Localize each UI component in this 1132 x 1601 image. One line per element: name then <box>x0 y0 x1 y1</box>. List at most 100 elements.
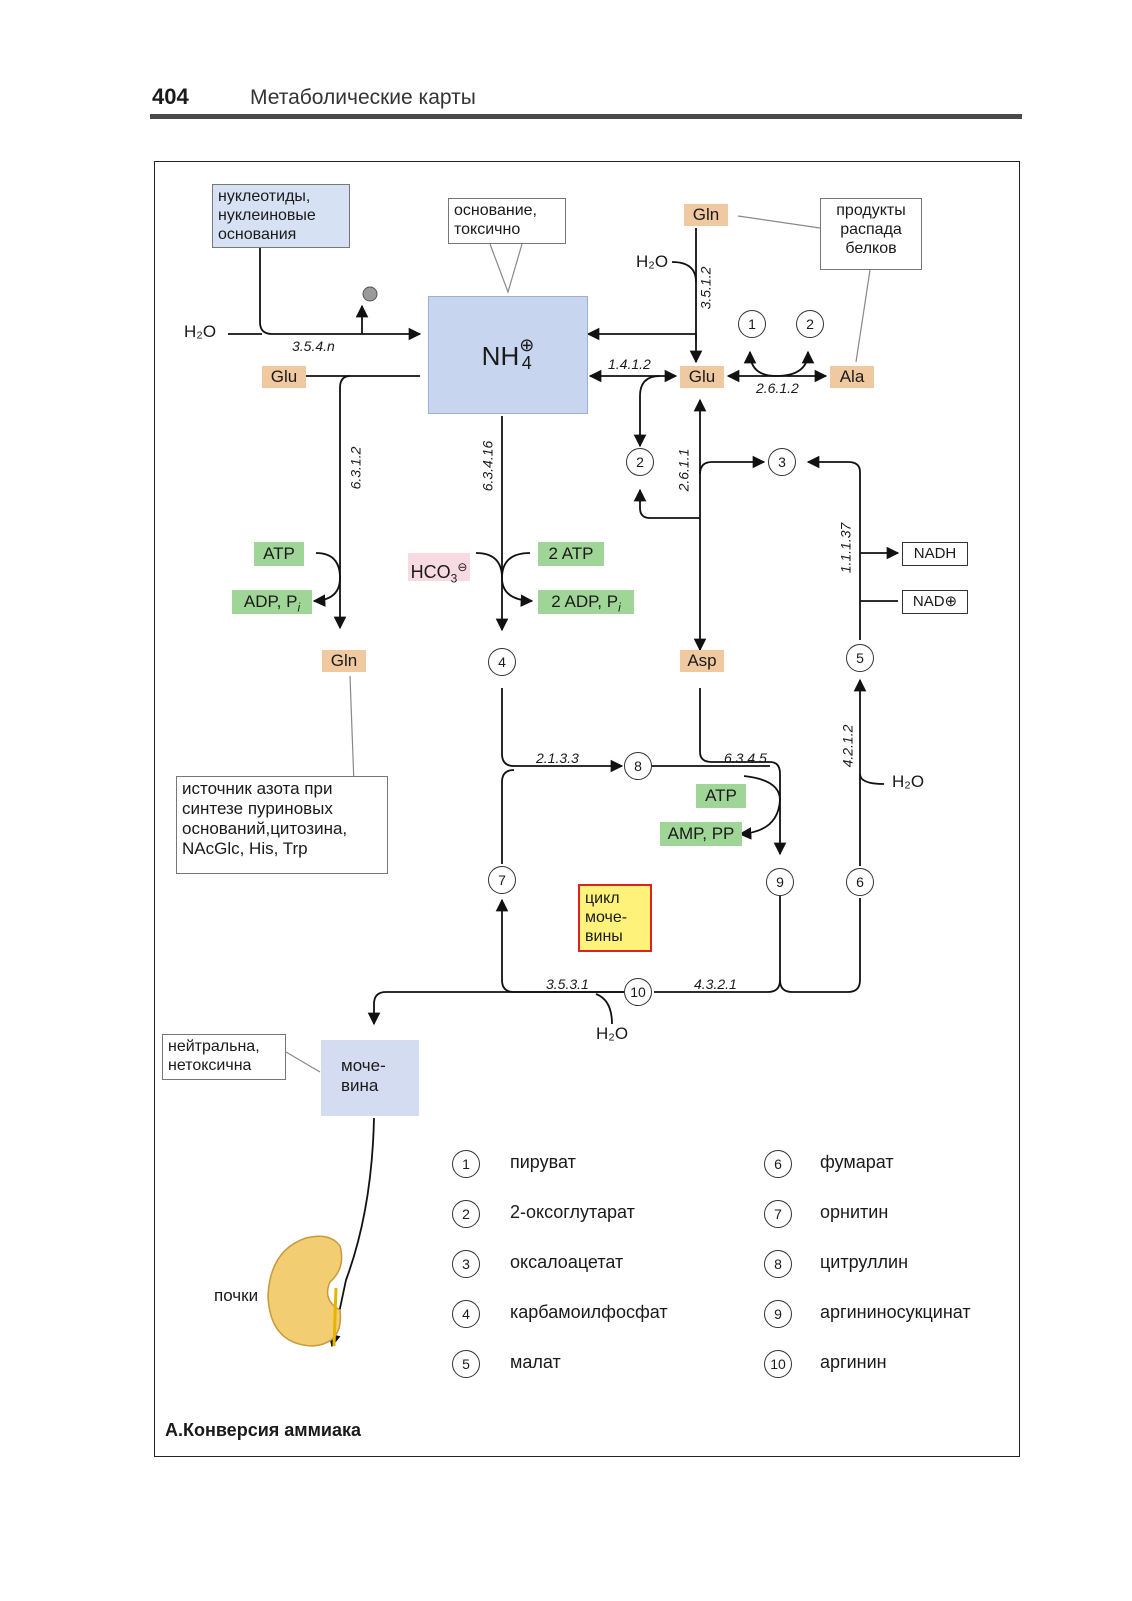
curve-atp-left <box>312 552 341 607</box>
urea-cycle-label: цикл моче- вины <box>578 884 652 952</box>
legend-num: 4 <box>452 1300 480 1328</box>
line-9-to-6 <box>779 898 861 993</box>
legend-num: 7 <box>764 1200 792 1228</box>
legend-num: 10 <box>764 1350 792 1378</box>
callout-line: NAcGlc, His, Trp <box>182 839 308 858</box>
legend-num: 8 <box>764 1250 792 1278</box>
arrow-glu-gln <box>333 375 351 630</box>
arrow-nucleotides-nh4 <box>259 248 422 341</box>
node-2-oxoglutarate: 2 <box>626 448 654 476</box>
page-number: 404 <box>152 84 189 109</box>
arrow-glu-to-2 <box>633 375 661 448</box>
cofactor-atp-cycle: ATP <box>696 784 746 808</box>
enzyme-6-3-4-5: 6.3.4.5 <box>724 750 767 766</box>
legend-num: 6 <box>764 1150 792 1178</box>
arrow-to-urea <box>367 991 624 1026</box>
enzyme-3-5-4-n: 3.5.4.n <box>292 338 335 354</box>
line-h2o-fumarase <box>859 773 885 785</box>
molecule-asp: Asp <box>680 650 724 672</box>
callout-line: оснований,цитозина, <box>182 819 348 838</box>
urea-box: моче- вина <box>321 1040 419 1116</box>
figure-frame <box>154 161 1020 1457</box>
urea-line: вина <box>341 1076 379 1095</box>
callout-base-toxic: основание, токсично <box>448 198 566 244</box>
callout-line: продукты <box>836 202 906 219</box>
line-ornithine-up <box>501 769 515 864</box>
node-6-fumarate: 6 <box>846 868 874 896</box>
legend-num: 9 <box>764 1300 792 1328</box>
callout-line: нетоксична <box>168 1057 252 1074</box>
bicarbonate-symbol: HCO <box>410 562 451 582</box>
cofactor-text: 2 ADP, P <box>551 592 619 611</box>
water-fumarase: H₂O <box>892 772 925 791</box>
arrow-urea-kidney <box>328 1117 375 1348</box>
bicarbonate-subscript: 3 <box>450 571 458 586</box>
pointer-base-toxic <box>489 243 523 294</box>
arrow-to-oxoglutarate-2 <box>775 350 815 377</box>
bicarbonate: HCO3⊖ <box>408 553 470 586</box>
pointer-gln-source <box>349 675 355 785</box>
cofactor-atp-left: ATP <box>254 542 304 566</box>
callout-neutral: нейтральна, нетоксична <box>162 1034 286 1080</box>
node-1-pyruvate: 1 <box>738 310 766 338</box>
cycle-line: вины <box>585 928 623 945</box>
curve-h2o-arginase <box>595 993 613 1025</box>
legend-num: 3 <box>452 1250 480 1278</box>
enzyme-4-2-1-2: 4.2.1.2 <box>839 724 856 768</box>
pointer-protein-gln <box>737 215 821 229</box>
node-7-ornithine: 7 <box>488 866 516 894</box>
water-arginase: H₂O <box>596 1024 629 1043</box>
curve-h2o-gln <box>671 261 697 283</box>
callout-line: основание, <box>454 202 537 219</box>
ammonium-subscript: 4 <box>521 353 532 374</box>
enzyme-2-6-1-1: 2.6.1.1 <box>675 448 692 492</box>
curve-atp-cycle <box>738 775 781 840</box>
cofactor-text: ADP, P <box>243 592 298 611</box>
ammonium-box: NH⊕4 <box>428 296 588 414</box>
legend-label: оксалоацетат <box>510 1252 624 1272</box>
bicarbonate-charge: ⊖ <box>457 560 468 574</box>
node-9-argininosuccinate: 9 <box>766 868 794 896</box>
legend-label: карбамоилфосфат <box>510 1302 668 1322</box>
cofactor-subscript: i <box>618 600 621 615</box>
kidney-icon <box>267 1235 343 1347</box>
figure-caption: А.Конверсия аммиака <box>165 1420 362 1440</box>
callout-line: основания <box>218 226 297 243</box>
enzyme-2-1-3-3: 2.1.3.3 <box>536 750 579 766</box>
cofactor-adp-pi-left: ADP, Pi <box>232 590 312 614</box>
arrow-malate-oxaloacetate <box>806 455 861 640</box>
legend-label: фумарат <box>820 1152 894 1172</box>
node-8-citrulline: 8 <box>624 752 652 780</box>
legend-label: аргининосукцинат <box>820 1302 971 1322</box>
arrow-to-oxaloacetate <box>699 455 766 475</box>
cofactor-nad: NAD⊕ <box>902 590 968 614</box>
enzyme-4-3-2-1: 4.3.2.1 <box>694 976 737 992</box>
node-3-oxaloacetate: 3 <box>768 448 796 476</box>
cofactor-2adp-pi: 2 ADP, Pi <box>538 590 634 614</box>
node-10-arginine: 10 <box>624 978 652 1006</box>
node-5-malate: 5 <box>846 644 874 672</box>
callout-line: белков <box>845 240 897 257</box>
callout-line: нуклеиновые <box>218 207 316 224</box>
callout-nitrogen-source: источник азота при синтезе пуриновых осн… <box>176 776 388 874</box>
ureter <box>332 1287 338 1347</box>
curve-2atp <box>501 552 531 579</box>
enzyme-2-6-1-2: 2.6.1.2 <box>756 380 799 396</box>
callout-line: нейтральна, <box>168 1038 260 1055</box>
molecule-ala: Ala <box>830 366 874 388</box>
molecule-gln-top: Gln <box>684 204 728 226</box>
callout-nucleotides: нуклеотиды, нуклеиновые основания <box>212 184 350 248</box>
pointer-neutral <box>285 1051 321 1073</box>
molecule-glu-left: Glu <box>262 366 306 388</box>
legend-label: аргинин <box>820 1352 887 1372</box>
legend-num: 1 <box>452 1150 480 1178</box>
cofactor-subscript: i <box>297 600 301 615</box>
ammonium-symbol: NH <box>481 341 520 371</box>
enzyme-3-5-1-2: 3.5.1.2 <box>697 266 714 310</box>
curve-hco3-atp <box>475 552 534 607</box>
callout-line: источник азота при <box>182 779 333 798</box>
legend-label: цитруллин <box>820 1252 909 1272</box>
legend-label: 2-оксоглутарат <box>510 1202 635 1222</box>
water-gln: H₂O <box>636 252 669 271</box>
